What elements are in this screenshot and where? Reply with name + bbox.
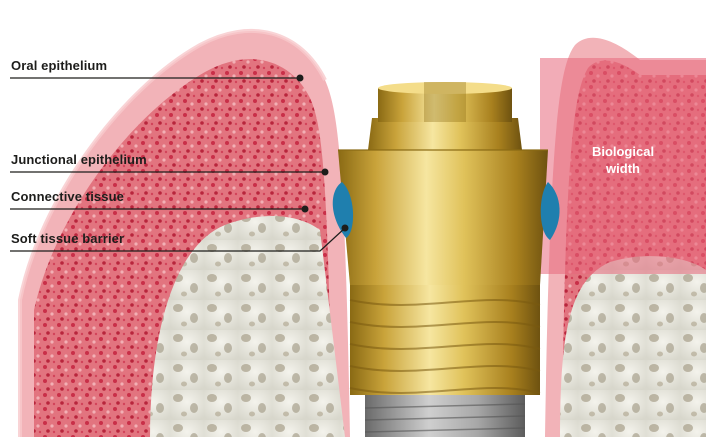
label-connective-tissue: Connective tissue bbox=[11, 189, 124, 204]
label-junctional-epithelium: Junctional epithelium bbox=[11, 152, 147, 167]
dot-connective-tissue bbox=[302, 206, 309, 213]
label-soft-tissue-barrier: Soft tissue barrier bbox=[11, 231, 124, 246]
biological-width-label: Biological width bbox=[568, 143, 678, 177]
dot-oral-epithelium bbox=[297, 75, 304, 82]
dot-soft-tissue-barrier bbox=[342, 225, 349, 232]
biological-width-line1: Biological bbox=[568, 143, 678, 160]
biological-width-line2: width bbox=[568, 160, 678, 177]
label-oral-epithelium: Oral epithelium bbox=[11, 58, 107, 73]
implant-body bbox=[350, 285, 540, 437]
dot-junctional-epithelium bbox=[322, 169, 329, 176]
